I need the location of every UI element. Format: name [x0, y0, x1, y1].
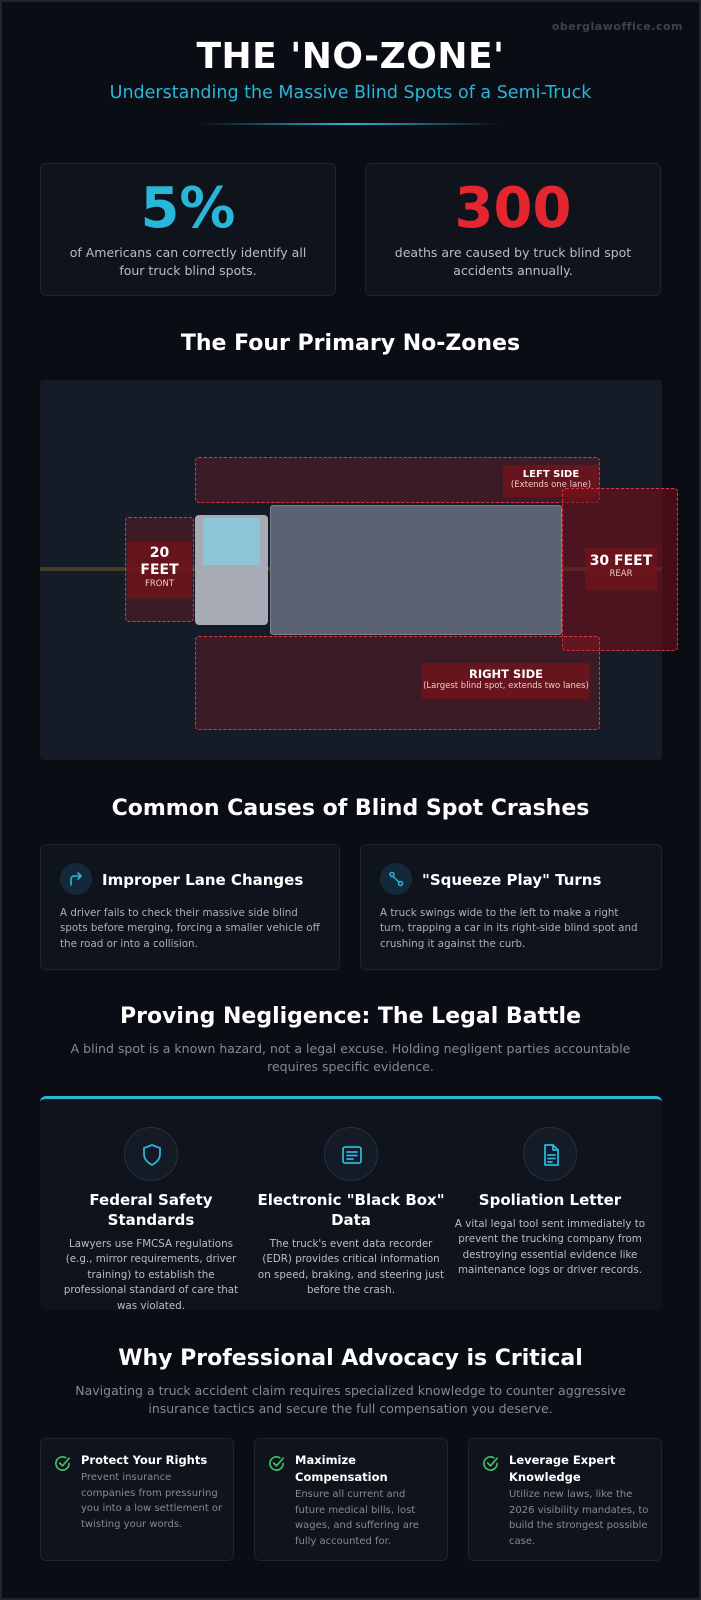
- rear-label: 30 FEET REAR: [585, 548, 657, 590]
- legal-subtitle: A blind spot is a known hazard, not a le…: [70, 1041, 631, 1074]
- cause-title: "Squeeze Play" Turns: [422, 871, 602, 889]
- cause-card-squeeze-play: "Squeeze Play" Turns A truck swings wide…: [360, 844, 662, 970]
- legal-item-description: The truck's event data recorder (EDR) pr…: [257, 1238, 445, 1297]
- no-zone-diagram: LEFT SIDE (Extends one lane) 20 FEET FRO…: [40, 380, 678, 760]
- page-title: THE 'NO-ZONE': [196, 36, 505, 77]
- advocacy-title: Why Professional Advocacy is Critical: [118, 1346, 583, 1371]
- zone-label-sub: (Largest blind spot, extends two lanes): [423, 681, 589, 691]
- legal-item-title: Federal Safety Standards: [89, 1191, 213, 1229]
- check-circle-icon: [269, 1456, 284, 1471]
- stat-value: 300: [454, 176, 572, 241]
- zone-label-sub: REAR: [609, 569, 633, 579]
- legal-item-description: Lawyers use FMCSA regulations (e.g., mir…: [63, 1238, 239, 1312]
- turn-right-arrow-icon: [60, 863, 92, 895]
- zone-label-sub: FRONT: [144, 578, 175, 589]
- zone-label-main: RIGHT SIDE: [468, 667, 543, 681]
- zone-label-main: LEFT SIDE: [522, 469, 580, 480]
- cause-description: A truck swings wide to the left to make …: [380, 907, 638, 950]
- page-subtitle: Understanding the Massive Blind Spots of…: [109, 83, 592, 103]
- cause-card-lane-changes: Improper Lane Changes A driver fails to …: [40, 844, 340, 970]
- data-recorder-icon: [324, 1127, 378, 1181]
- stat-description: of Americans can correctly identify all …: [69, 245, 307, 278]
- advocacy-item-title: Protect Your Rights: [81, 1453, 208, 1467]
- shield-icon: [124, 1127, 178, 1181]
- advocacy-card-protect-rights: Protect Your Rights Prevent insurance co…: [40, 1438, 234, 1561]
- zone-label-main: FEET: [140, 561, 179, 578]
- check-circle-icon: [55, 1456, 70, 1471]
- stat-card-deaths: 300 deaths are caused by truck blind spo…: [365, 163, 661, 296]
- document-icon: [523, 1127, 577, 1181]
- advocacy-item-title: Leverage Expert Knowledge: [509, 1453, 616, 1484]
- stat-description: deaths are caused by truck blind spot ac…: [394, 245, 632, 278]
- title-divider: [200, 123, 501, 125]
- legal-item-title: Electronic "Black Box" Data: [257, 1191, 445, 1229]
- right-side-label: RIGHT SIDE (Largest blind spot, extends …: [422, 663, 590, 699]
- zone-label-sub: (Extends one lane): [510, 480, 592, 490]
- legal-title: Proving Negligence: The Legal Battle: [119, 1004, 582, 1029]
- advocacy-item-description: Ensure all current and future medical bi…: [295, 1489, 419, 1547]
- front-label: 20 FEET FRONT: [127, 542, 192, 598]
- cause-description: A driver fails to check their massive si…: [60, 907, 320, 950]
- check-circle-icon: [483, 1456, 498, 1471]
- legal-item-description: A vital legal tool sent immediately to p…: [454, 1218, 646, 1277]
- advocacy-subtitle: Navigating a truck accident claim requir…: [75, 1383, 626, 1416]
- no-zones-title: The Four Primary No-Zones: [180, 331, 521, 356]
- truck-trailer: [270, 505, 562, 635]
- site-watermark: oberglawoffice.com: [551, 20, 683, 33]
- advocacy-item-title: Maximize Compensation: [295, 1453, 388, 1484]
- zone-label-main: 20: [149, 545, 170, 561]
- legal-item-title: Spoliation Letter: [478, 1191, 622, 1209]
- route-icon: [380, 863, 412, 895]
- causes-title: Common Causes of Blind Spot Crashes: [111, 796, 590, 821]
- advocacy-card-expert-knowledge: Leverage Expert Knowledge Utilize new la…: [468, 1438, 662, 1561]
- legal-evidence-panel: Federal Safety Standards Lawyers use FMC…: [40, 1096, 662, 1312]
- stat-value: 5%: [140, 176, 236, 241]
- truck-windshield: [203, 518, 260, 565]
- zone-label-main: 30 FEET: [589, 553, 653, 569]
- advocacy-item-description: Prevent insurance companies from pressur…: [81, 1472, 223, 1530]
- advocacy-item-description: Utilize new laws, like the 2026 visibili…: [509, 1489, 649, 1547]
- advocacy-card-maximize-compensation: Maximize Compensation Ensure all current…: [254, 1438, 448, 1561]
- cause-title: Improper Lane Changes: [102, 871, 304, 889]
- stat-card-awareness: 5% of Americans can correctly identify a…: [40, 163, 336, 296]
